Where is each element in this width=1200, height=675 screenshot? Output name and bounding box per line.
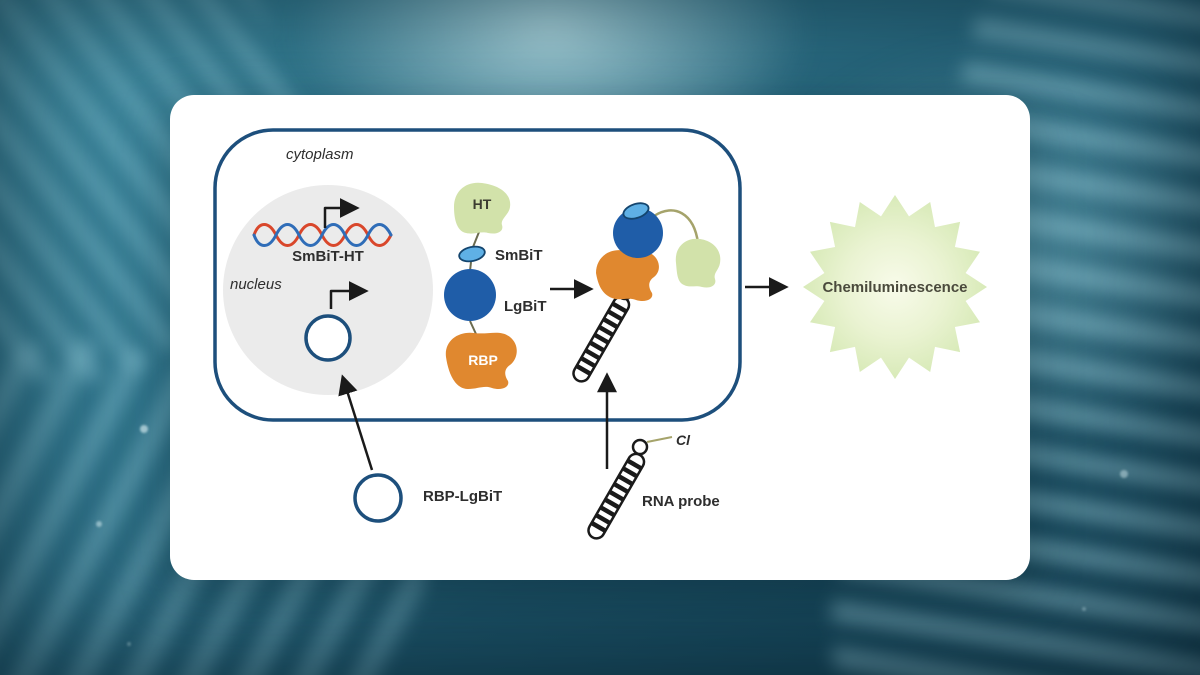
construct-linker-lgbit-rbp xyxy=(469,320,477,335)
complex-smbit-lens xyxy=(622,202,650,220)
diagram-canvas xyxy=(213,128,987,580)
rbp-label: RBP xyxy=(468,352,498,368)
lgbit-circle xyxy=(444,269,496,321)
cytoplasm-label: cytoplasm xyxy=(286,146,354,163)
transcription-arrow-plasmid xyxy=(329,281,369,309)
gene-label: SmBiT-HT xyxy=(292,248,364,265)
ht-label: HT xyxy=(472,196,492,212)
rbp-lgbit-plasmid xyxy=(353,473,403,523)
rbp-lgbit-plasmid-label: RBP-LgBiT xyxy=(423,488,503,505)
rna-probe-cl-linker xyxy=(646,436,673,443)
ht-protein-blob xyxy=(454,182,511,234)
smbit-lens xyxy=(458,245,486,263)
figure-card: cytoplasm SmBiT-HT nucleus HT SmBiT LgBi… xyxy=(170,95,1030,580)
chemiluminescence-burst xyxy=(803,195,987,379)
rna-probe-end-circle xyxy=(631,438,649,456)
plasmid-in-nucleus xyxy=(304,314,352,362)
cl-tag-label: Cl xyxy=(676,432,690,448)
complex-rbp-blob xyxy=(596,250,659,302)
arrow-plasmid-to-nucleus xyxy=(338,374,374,471)
smbit-label: SmBiT xyxy=(495,247,543,264)
rna-probe-ladder xyxy=(586,451,647,541)
rbp-protein-blob xyxy=(445,332,517,390)
transcription-arrow-gene xyxy=(323,198,360,228)
complex-lgbit-circle xyxy=(613,208,663,258)
lgbit-label: LgBiT xyxy=(504,298,547,315)
complex-ht-blob xyxy=(675,238,721,288)
construct-linker-ht-smbit xyxy=(472,231,480,248)
bokeh-dots xyxy=(140,425,148,433)
rna-probe-label: RNA probe xyxy=(642,493,720,510)
chemiluminescence-label: Chemiluminescence xyxy=(822,279,968,296)
nucleus-label: nucleus xyxy=(230,276,282,293)
complex-linker-curve xyxy=(653,209,700,244)
gene-dna-strand-blue xyxy=(252,223,393,247)
